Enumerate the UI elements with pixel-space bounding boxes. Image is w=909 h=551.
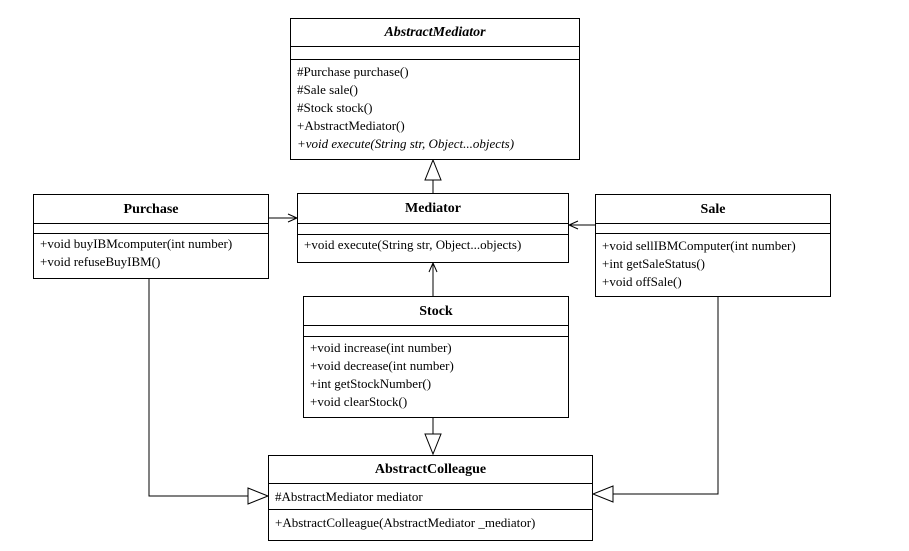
attribute-compartment	[596, 224, 830, 234]
method-row: +void sellIBMComputer(int number)	[602, 238, 796, 253]
method-row: +void offSale()	[602, 274, 682, 289]
class-abstract-colleague: AbstractColleague #AbstractMediator medi…	[268, 455, 593, 541]
method-compartment: +void sellIBMComputer(int number) +int g…	[596, 234, 830, 291]
class-name: Sale	[596, 195, 830, 224]
sale-generalization	[591, 297, 719, 503]
mediator-generalization	[424, 158, 442, 193]
class-name: Stock	[304, 297, 568, 326]
method-row: +AbstractColleague(AbstractMediator _med…	[275, 515, 536, 530]
class-name: Purchase	[34, 195, 268, 224]
method-row: +void increase(int number)	[310, 340, 452, 355]
method-row: #Stock stock()	[297, 100, 373, 115]
class-purchase: Purchase +void buyIBMcomputer(int number…	[33, 194, 269, 279]
method-row: +AbstractMediator()	[297, 118, 405, 133]
attribute-compartment	[34, 224, 268, 234]
method-row: +void refuseBuyIBM()	[40, 254, 161, 269]
stock-generalization	[424, 418, 442, 456]
attribute-compartment	[298, 224, 568, 235]
stock-to-mediator-arrow	[428, 261, 438, 296]
class-sale: Sale +void sellIBMComputer(int number) +…	[595, 194, 831, 297]
method-row: +void buyIBMcomputer(int number)	[40, 236, 233, 251]
method-row: +void clearStock()	[310, 394, 408, 409]
class-name: AbstractMediator	[291, 19, 579, 47]
class-mediator: Mediator +void execute(String str, Objec…	[297, 193, 569, 263]
method-row: #Sale sale()	[297, 82, 359, 97]
method-row: #Purchase purchase()	[297, 64, 409, 79]
method-compartment: +AbstractColleague(AbstractMediator _med…	[269, 510, 592, 532]
class-name: Mediator	[298, 194, 568, 224]
method-row: +void execute(String str, Object...objec…	[297, 136, 515, 151]
class-stock: Stock +void increase(int number) +void d…	[303, 296, 569, 418]
method-compartment: +void buyIBMcomputer(int number) +void r…	[34, 234, 268, 271]
method-row: +int getSaleStatus()	[602, 256, 706, 271]
attribute-compartment	[291, 47, 579, 60]
method-row: +int getStockNumber()	[310, 376, 432, 391]
attribute-compartment	[304, 326, 568, 337]
method-compartment: #Purchase purchase() #Sale sale() #Stock…	[291, 60, 579, 153]
method-compartment: +void increase(int number) +void decreas…	[304, 337, 568, 411]
attribute-compartment: #AbstractMediator mediator	[269, 484, 592, 510]
attribute-row: #AbstractMediator mediator	[275, 489, 423, 504]
class-abstract-mediator: AbstractMediator #Purchase purchase() #S…	[290, 18, 580, 160]
purchase-to-mediator-arrow	[268, 213, 299, 223]
class-name: AbstractColleague	[269, 456, 592, 484]
sale-to-mediator-arrow	[567, 220, 595, 230]
purchase-generalization	[148, 279, 270, 505]
method-row: +void execute(String str, Object...objec…	[304, 237, 522, 252]
method-row: +void decrease(int number)	[310, 358, 454, 373]
method-compartment: +void execute(String str, Object...objec…	[298, 235, 568, 254]
